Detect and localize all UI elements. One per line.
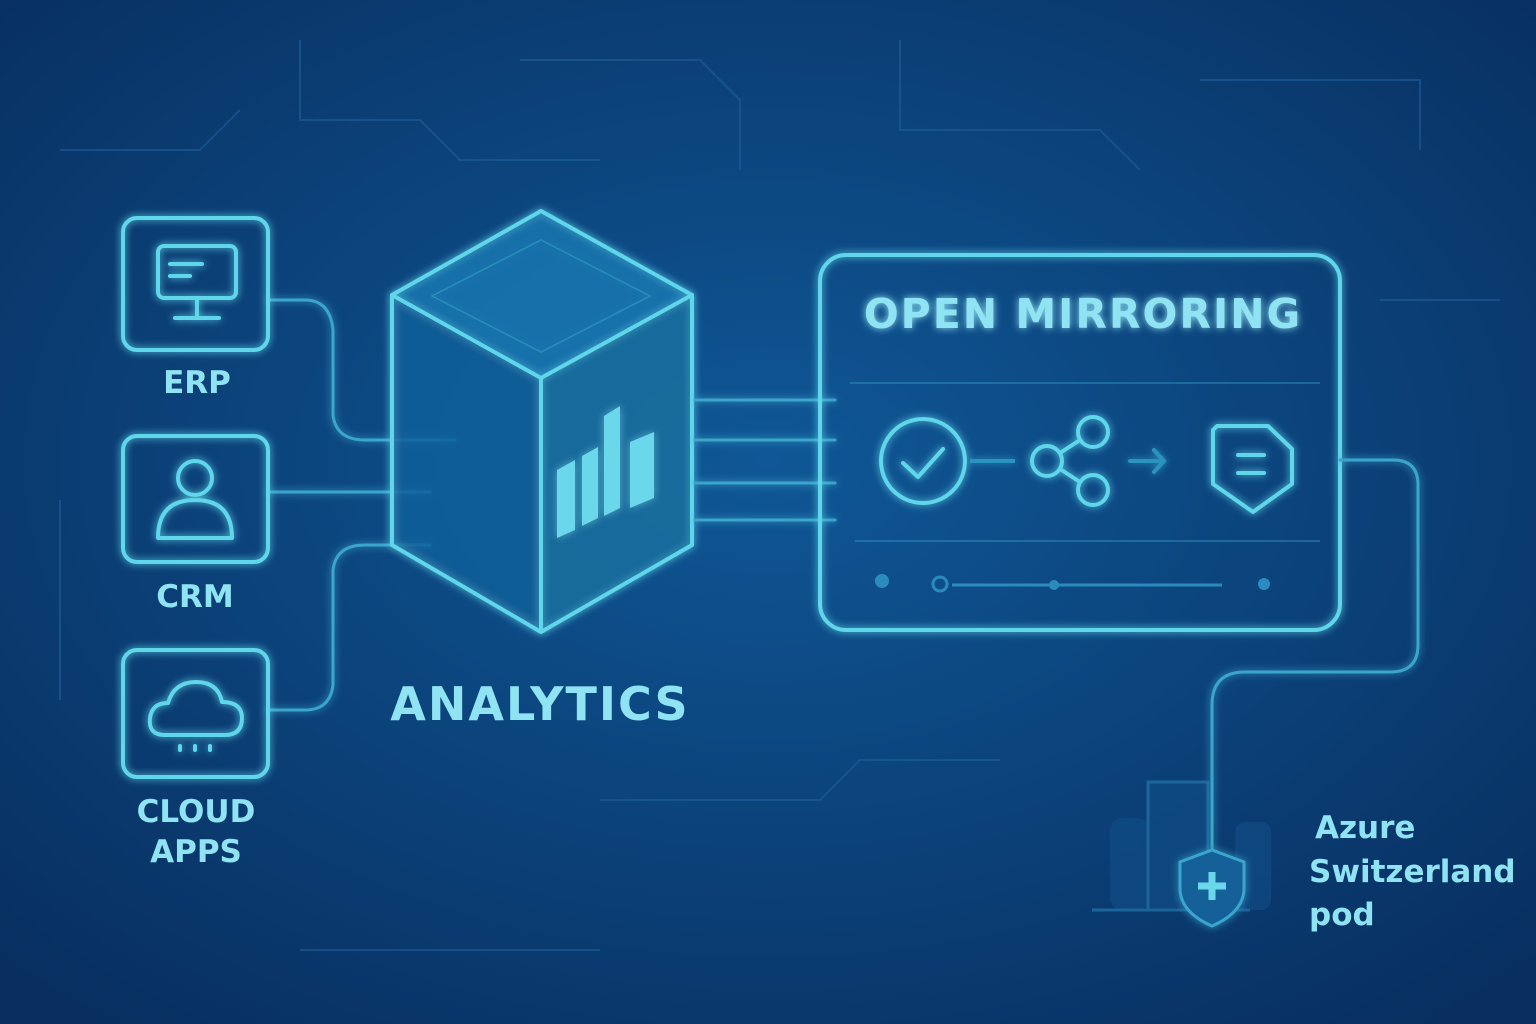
destination-line1: Azure [1315, 810, 1415, 846]
erp-box[interactable] [121, 216, 270, 352]
panel-destination-connector [1210, 458, 1420, 852]
document-shield-icon [1211, 424, 1294, 514]
check-circle-icon [879, 417, 967, 505]
source-cloud-apps[interactable] [121, 648, 270, 779]
circuit-background [59, 40, 1500, 951]
share-icon [1030, 415, 1110, 507]
cloud-box[interactable] [121, 648, 270, 779]
arrow-right-icon [1128, 448, 1167, 474]
cloud-icon [147, 680, 244, 752]
monitor-icon [156, 244, 238, 320]
cube-panel-connectors [693, 398, 837, 522]
analytics-cube[interactable] [390, 209, 694, 634]
source-crm[interactable] [121, 434, 270, 564]
analytics-label: ANALYTICS [390, 677, 689, 731]
erp-label: ERP [163, 365, 231, 401]
open-mirroring-panel[interactable]: OPEN MIRRORING [818, 253, 1342, 632]
crm-label: CRM [156, 579, 233, 615]
destination-line3: pod [1309, 897, 1375, 933]
source-erp[interactable] [121, 216, 270, 352]
shield-plus-icon [1178, 848, 1246, 928]
bar-chart-icon [557, 406, 654, 538]
crm-box[interactable] [121, 434, 270, 564]
destination-line2: Switzerland [1309, 854, 1516, 890]
user-icon [156, 459, 234, 540]
cloud-label-line1: CLOUD [137, 794, 256, 830]
cloud-label-line2: APPS [150, 834, 242, 870]
panel-title: OPEN MIRRORING [864, 290, 1302, 338]
progress-track [875, 574, 1270, 593]
